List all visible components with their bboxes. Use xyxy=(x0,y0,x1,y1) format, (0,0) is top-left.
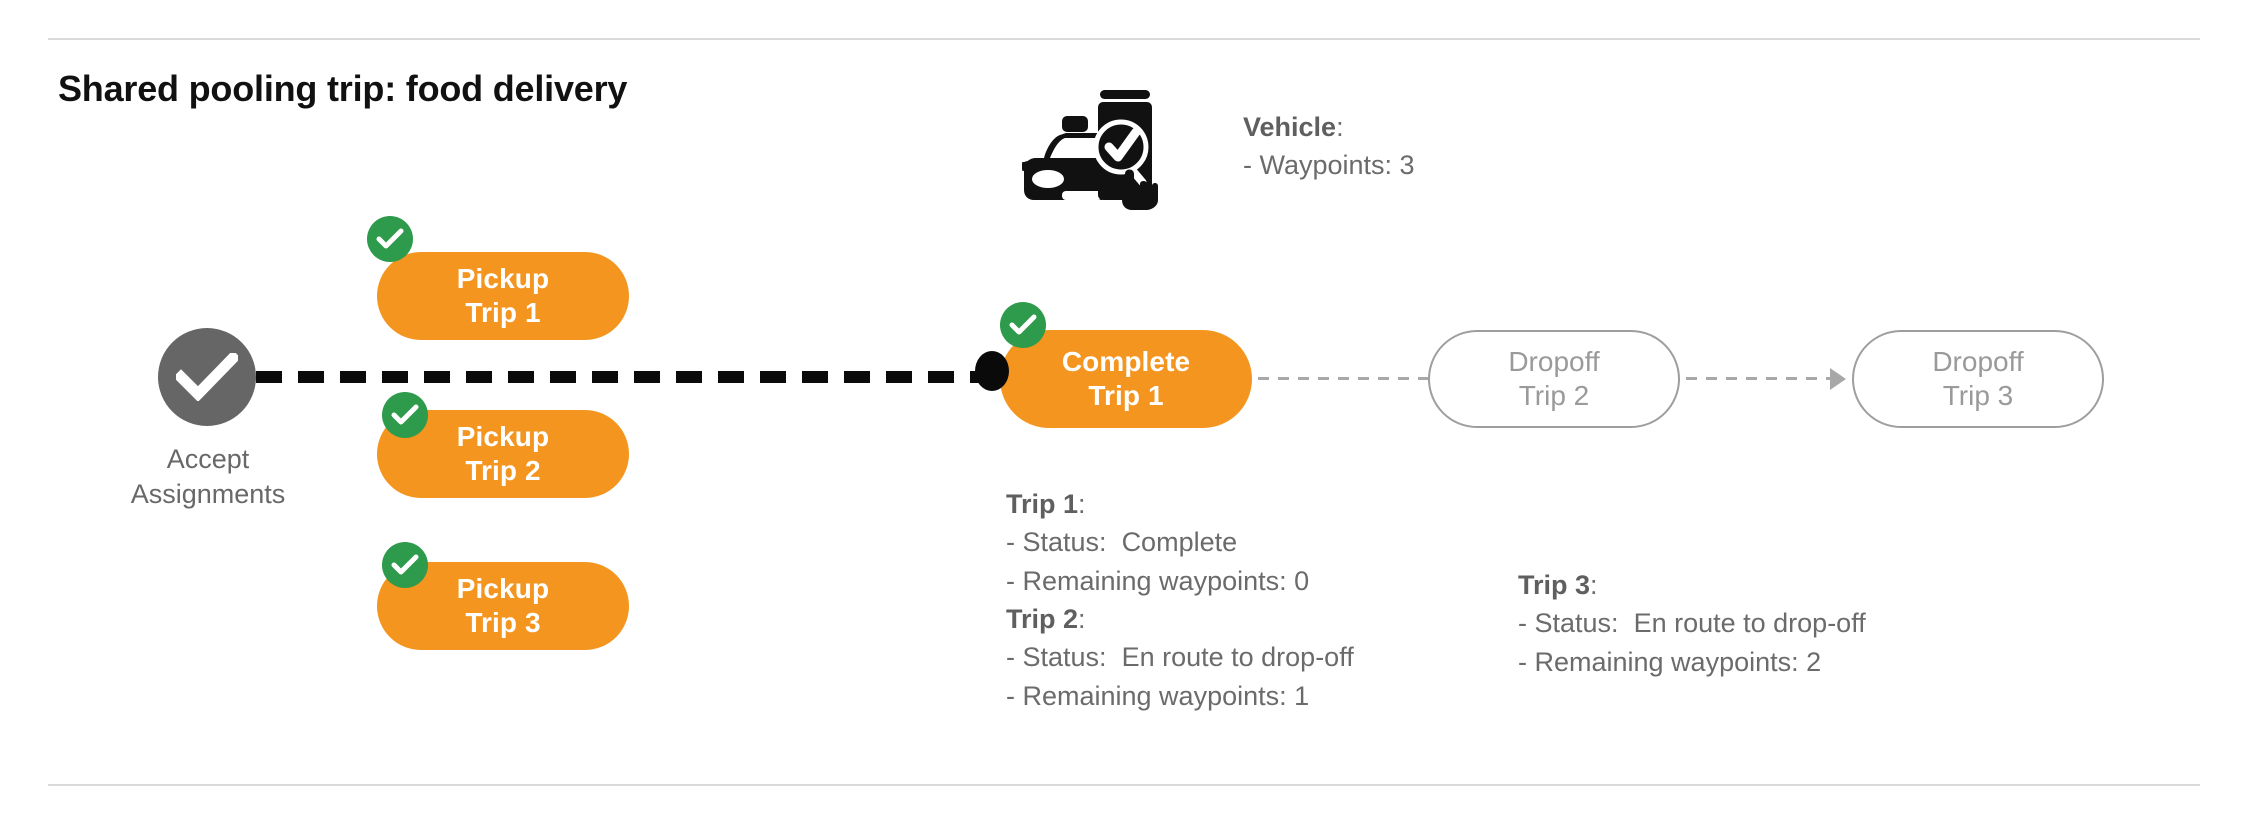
dropoff-trip-3-line1: Dropoff xyxy=(1932,345,2024,377)
check-badge-icon xyxy=(391,404,419,425)
dropoff-trip-2-line2: Trip 2 xyxy=(1518,380,1590,411)
dropoff-trip-3-pill[interactable]: Dropoff Trip 3 xyxy=(1852,330,2104,428)
check-circle-icon xyxy=(176,353,238,401)
dropoff-trip-2-pill[interactable]: Dropoff Trip 2 xyxy=(1428,330,1680,428)
pickup-trip-2-line2: Trip 2 xyxy=(465,455,541,486)
trip-3-heading: Trip 3 xyxy=(1518,570,1591,600)
pickup-trip-1-line2: Trip 1 xyxy=(465,297,541,328)
vehicle-heading: Vehicle xyxy=(1243,112,1337,142)
pickup-trip-3-line1: Pickup xyxy=(456,572,550,604)
pickup-trip-2-line1: Pickup xyxy=(456,420,550,452)
vehicle-info-block: Vehicle: - Waypoints: 3 xyxy=(1243,108,1415,185)
complete-trip-1-pill[interactable]: Complete Trip 1 xyxy=(1000,330,1252,428)
pickup-trip-1-check-badge xyxy=(367,216,413,262)
pickup-trip-1-pill[interactable]: Pickup Trip 1 xyxy=(377,252,629,340)
trip-3-status-label: - Status: xyxy=(1518,608,1619,639)
dropoff-trip-2-line1: Dropoff xyxy=(1508,345,1600,377)
check-badge-icon xyxy=(1009,314,1037,335)
trip-3-status-value: En route to drop-off xyxy=(1633,608,1866,639)
trip-1-status-row: - Status: Complete xyxy=(1006,523,1354,561)
accept-assignments-node[interactable] xyxy=(158,328,256,426)
connector-arrow-icon xyxy=(1830,368,1846,390)
complete-trip-1-check-badge xyxy=(1000,302,1046,348)
check-badge-icon xyxy=(391,554,419,575)
vehicle-phone-check-icon xyxy=(1019,88,1162,215)
bottom-divider xyxy=(48,784,2200,786)
complete-trip-1-line2: Trip 1 xyxy=(1088,380,1164,411)
check-badge-icon xyxy=(376,228,404,249)
complete-trip-1-line1: Complete xyxy=(1061,345,1191,377)
pickup-trip-3-check-badge xyxy=(382,542,428,588)
trip-2-status-label: - Status: xyxy=(1006,642,1107,673)
trip-1-heading-row: Trip 1: xyxy=(1006,485,1354,523)
trip-3-heading-suffix: : xyxy=(1590,570,1598,600)
trip-2-heading-row: Trip 2: xyxy=(1006,600,1354,638)
trip-2-status-value: En route to drop-off xyxy=(1121,642,1354,673)
connector-dropoff2-to-dropoff3 xyxy=(1686,377,1832,380)
trip-2-heading-suffix: : xyxy=(1078,603,1086,634)
connector-complete-to-dropoff2 xyxy=(1258,377,1428,380)
main-route-dashed-line xyxy=(256,371,998,383)
trip-3-waypoints-row: - Remaining waypoints: 2 xyxy=(1518,646,1822,677)
vehicle-heading-row: Vehicle: xyxy=(1243,108,1415,146)
trip-2-waypoints-row: - Remaining waypoints: 1 xyxy=(1006,680,1310,711)
trip-3-heading-row: Trip 3: xyxy=(1518,566,1866,604)
top-divider xyxy=(48,38,2200,40)
page-title: Shared pooling trip: food delivery xyxy=(58,68,628,109)
trip-2-heading: Trip 2 xyxy=(1006,603,1079,634)
trip-1-2-details-block: Trip 1: - Status: Complete - Remaining w… xyxy=(1006,485,1354,715)
trip-1-status-label: - Status: xyxy=(1006,527,1107,558)
trip-1-status-value: Complete xyxy=(1121,527,1238,558)
dropoff-trip-3-line2: Trip 3 xyxy=(1942,380,2014,411)
route-junction-dot xyxy=(975,351,1009,391)
pickup-trip-3-line2: Trip 3 xyxy=(465,607,541,638)
trip-2-status-row: - Status: En route to drop-off xyxy=(1006,638,1354,676)
pickup-trip-1-line1: Pickup xyxy=(456,262,550,294)
trip-1-waypoints-row: - Remaining waypoints: 0 xyxy=(1006,565,1310,596)
trip-1-heading: Trip 1 xyxy=(1006,489,1079,519)
pickup-trip-2-check-badge xyxy=(382,392,428,438)
trip-1-heading-suffix: : xyxy=(1078,489,1086,519)
trip-3-status-row: - Status: En route to drop-off xyxy=(1518,604,1866,642)
trip-3-details-block: Trip 3: - Status: En route to drop-off -… xyxy=(1518,566,1866,681)
accept-label-line2: Assignments xyxy=(130,478,286,509)
accept-label-line1: Accept xyxy=(166,444,250,474)
vehicle-waypoints-line: - Waypoints: 3 xyxy=(1243,150,1415,181)
accept-assignments-label: Accept Assignments xyxy=(90,442,326,511)
vehicle-heading-suffix: : xyxy=(1336,112,1344,142)
